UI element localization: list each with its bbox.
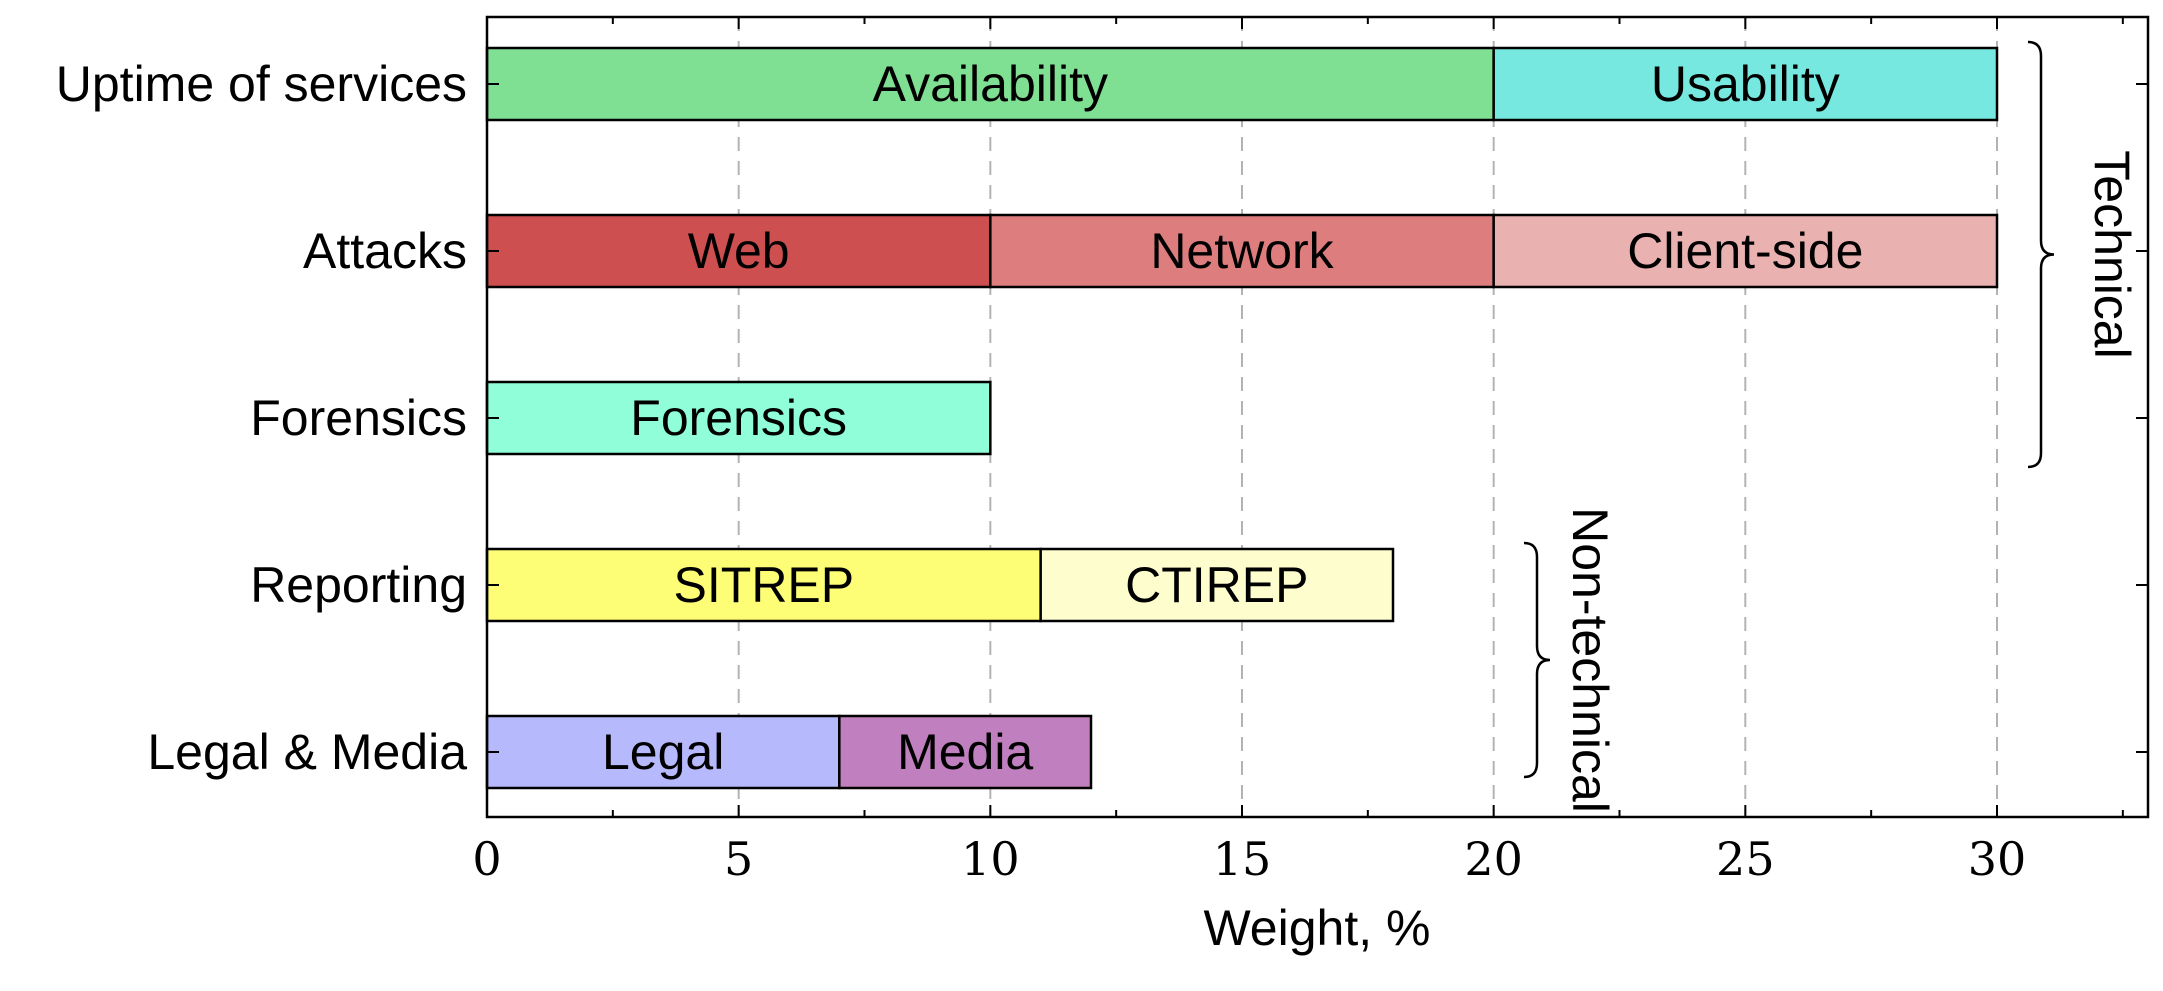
segment-label-legal: Legal [602,724,724,780]
category-label-attacks: Attacks [303,223,467,279]
segment-label-sitrep: SITREP [674,557,855,613]
segment-label-ctirep: CTIREP [1125,557,1308,613]
x-tick-label: 10 [961,832,1020,886]
bar-layer [485,46,1999,790]
bar-segment-ctirep [1039,547,1395,623]
segment-label-network: Network [1150,223,1334,279]
segment-label-client-side: Client-side [1627,223,1863,279]
bar-segment-legal [485,714,841,790]
category-label-legal-and-media: Legal & Media [147,724,467,780]
bar-segment-client-side [1492,213,1999,289]
tick-layer: 0 5 10 15 20 25 30 [472,17,2148,886]
segment-label-web: Web [688,223,790,279]
x-tick-label: 0 [472,832,501,886]
x-axis-title: Weight, % [1204,900,1431,956]
grid-layer [737,17,1998,817]
x-tick-label: 5 [724,832,753,886]
group-label-non-technical: Non-technical [1562,507,1618,813]
segment-label-media: Media [897,724,1033,780]
bar-segment-network [989,213,1495,289]
group-brace-non-technical [1523,541,1551,779]
x-tick-label: 20 [1464,832,1523,886]
bar-segment-usability [1492,46,1999,122]
category-label-reporting: Reporting [250,557,467,613]
group-label-technical: Technical [2084,150,2140,358]
segment-label-availability: Availability [873,56,1108,112]
category-label-uptime-of-services: Uptime of services [56,56,467,112]
bar-segment-forensics [485,380,992,456]
group-brace-technical [2027,40,2055,469]
bar-segment-sitrep [485,547,1042,623]
segment-label-usability: Usability [1651,56,1840,112]
x-tick-label: 25 [1716,832,1775,886]
category-label-forensics: Forensics [250,390,467,446]
label-layer: Uptime of services Availability UsabilityA… [56,56,1864,780]
segment-label-forensics: Forensics [630,390,847,446]
x-tick-label: 30 [1968,832,2027,886]
bar-segment-media [838,714,1093,790]
x-tick-label: 15 [1213,832,1272,886]
